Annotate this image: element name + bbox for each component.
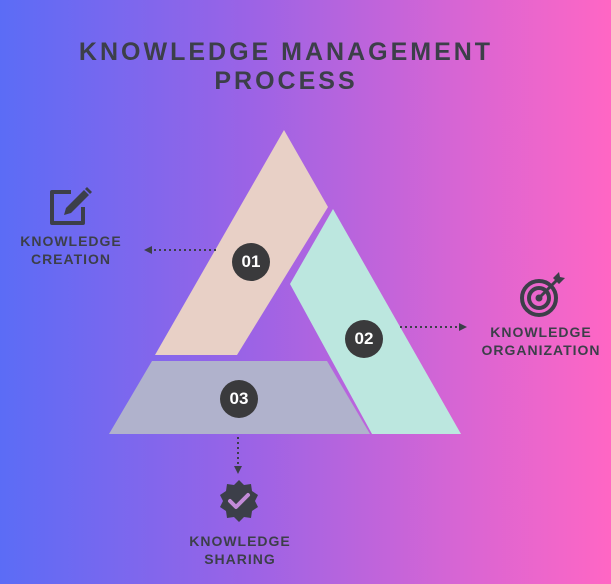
title-line-1: KNOWLEDGE MANAGEMENT (78, 38, 494, 66)
label-knowledge-organization: KNOWLEDGE ORGANIZATION (471, 323, 611, 359)
arrowhead-sharing (234, 466, 242, 474)
page-title: KNOWLEDGE MANAGEMENT PROCESS (0, 38, 572, 96)
verified-badge-icon (220, 480, 258, 522)
edit-icon (50, 187, 92, 225)
label-creation-line-2: CREATION (30, 251, 112, 267)
arrowhead-organization (459, 323, 467, 331)
label-knowledge-sharing: KNOWLEDGE SHARING (170, 532, 310, 568)
label-organization-line-1: KNOWLEDGE (490, 324, 592, 340)
label-knowledge-creation: KNOWLEDGE CREATION (6, 232, 136, 268)
segment-creation (155, 130, 328, 355)
label-organization-line-2: ORGANIZATION (481, 342, 601, 358)
label-sharing-line-1: KNOWLEDGE (189, 533, 291, 549)
label-creation-line-1: KNOWLEDGE (20, 233, 122, 249)
title-line-2: PROCESS (214, 67, 358, 95)
segment-organization (290, 209, 461, 434)
step-badge-01: 01 (232, 243, 270, 281)
label-sharing-line-2: SHARING (204, 551, 276, 567)
arrowhead-creation (144, 246, 152, 254)
step-badge-02: 02 (345, 320, 383, 358)
step-badge-03: 03 (220, 380, 258, 418)
target-icon (520, 272, 565, 317)
